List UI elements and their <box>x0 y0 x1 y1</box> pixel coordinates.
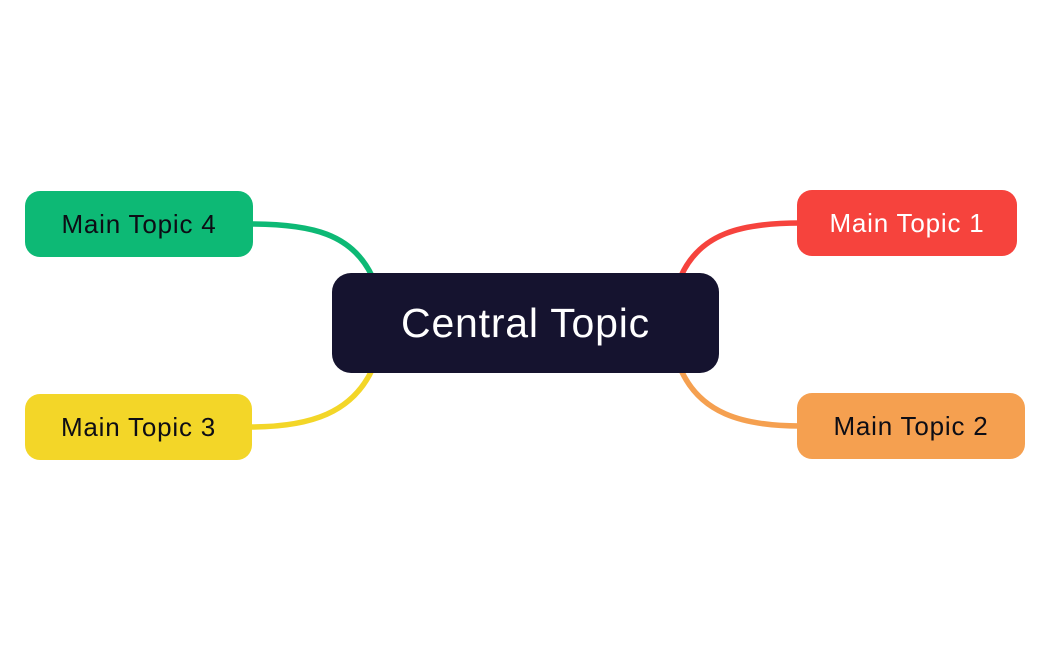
connector-main-topic-1 <box>678 220 803 279</box>
main-topic-4-label: Main Topic 4 <box>61 208 217 239</box>
main-topic-4-node[interactable]: Main Topic 4 <box>25 191 253 257</box>
connector-main-topic-3 <box>247 367 375 430</box>
main-topic-1-label: Main Topic 1 <box>829 207 985 238</box>
central-topic-node[interactable]: Central Topic <box>332 273 719 373</box>
connector-main-topic-2 <box>678 367 803 429</box>
main-topic-3-label: Main Topic 3 <box>60 411 217 442</box>
main-topic-2-label: Main Topic 2 <box>833 410 989 441</box>
main-topic-1-node[interactable]: Main Topic 1 <box>797 190 1017 256</box>
main-topic-3-node[interactable]: Main Topic 3 <box>25 394 252 460</box>
main-topic-2-node[interactable]: Main Topic 2 <box>797 393 1025 459</box>
central-topic-label: Central Topic <box>401 299 650 346</box>
connector-main-topic-4 <box>247 221 375 279</box>
